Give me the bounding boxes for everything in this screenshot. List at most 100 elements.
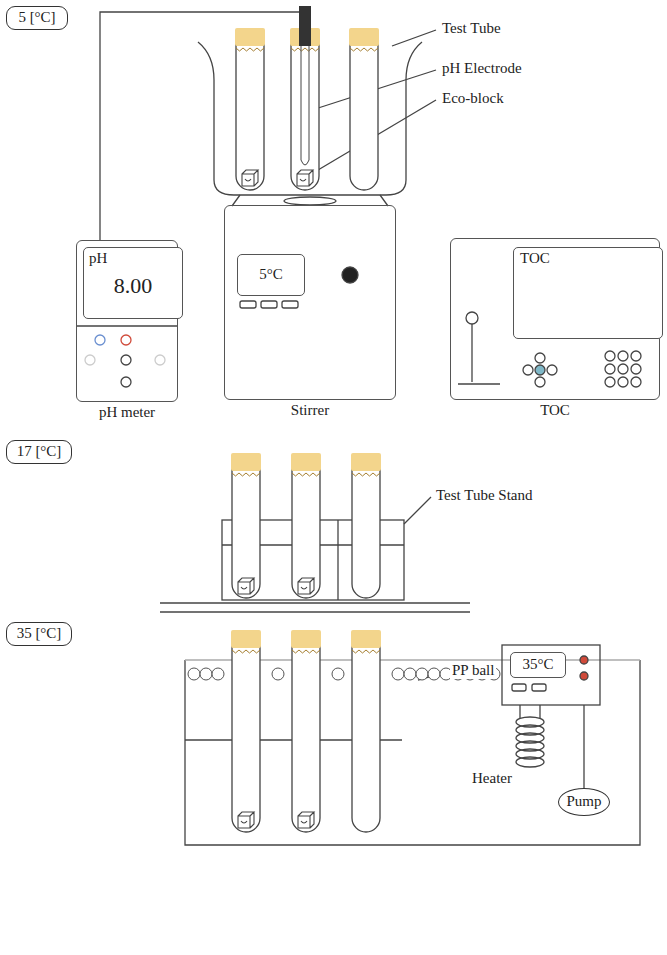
plug-edge bbox=[232, 473, 260, 476]
tube-plug bbox=[291, 453, 321, 471]
panel-divider bbox=[77, 325, 177, 326]
toc-analyzer: TOCTOC bbox=[450, 238, 660, 400]
toc-knob bbox=[466, 312, 478, 324]
toc-screen: TOC bbox=[513, 247, 663, 339]
toc-key bbox=[605, 364, 615, 374]
eco-block bbox=[242, 170, 258, 186]
ph-display: pH8.00 bbox=[83, 247, 183, 319]
eco-block bbox=[298, 812, 314, 828]
node-text: 5 [°C] bbox=[18, 9, 55, 26]
node-text: 35°C bbox=[522, 656, 553, 673]
pp-ball bbox=[392, 668, 404, 680]
leader-line bbox=[392, 30, 436, 46]
node-text: 8.00 bbox=[84, 269, 182, 298]
indicator-lamp bbox=[580, 672, 588, 680]
toc-lever bbox=[471, 324, 472, 382]
test-tube bbox=[350, 30, 378, 190]
test-tube bbox=[291, 30, 319, 190]
toc-key bbox=[605, 351, 615, 361]
toc-button bbox=[523, 365, 533, 375]
part-label: Test Tube Stand bbox=[434, 487, 534, 504]
heater-wire bbox=[539, 705, 540, 718]
tube-plug bbox=[349, 28, 379, 46]
ph-button bbox=[121, 335, 131, 345]
stirrer-button bbox=[240, 301, 256, 308]
node-text: pH bbox=[84, 248, 182, 269]
coil-turn bbox=[516, 757, 544, 767]
ph-meter: pH meterpH8.00 bbox=[76, 240, 178, 402]
electrode-head bbox=[299, 6, 311, 46]
plug-edge bbox=[236, 48, 264, 51]
eco-block bbox=[238, 812, 254, 828]
toc-button bbox=[535, 377, 545, 387]
pp-ball bbox=[404, 668, 416, 680]
table bbox=[160, 611, 470, 612]
part-label: PP ball bbox=[450, 662, 496, 679]
device-name: TOC bbox=[451, 402, 659, 419]
toc-key bbox=[605, 377, 615, 387]
toc-button bbox=[547, 365, 557, 375]
temperature-tag: 35 [°C] bbox=[6, 622, 72, 646]
test-tube bbox=[232, 632, 260, 832]
pp-ball bbox=[272, 668, 284, 680]
ph-button bbox=[95, 335, 105, 345]
part-label: Heater bbox=[470, 770, 514, 787]
toc-button bbox=[535, 365, 545, 375]
plug-edge bbox=[350, 48, 378, 51]
controller-display: 35°C bbox=[510, 652, 566, 678]
temperature-tag: 5 [°C] bbox=[6, 6, 68, 30]
pump: Pump bbox=[558, 788, 610, 816]
node-text: 17 [°C] bbox=[17, 443, 62, 460]
node-text: TOC bbox=[514, 248, 662, 269]
ph-button bbox=[121, 355, 131, 365]
stirrer-knob bbox=[342, 267, 358, 283]
heater-wire bbox=[519, 705, 520, 718]
ph-electrode bbox=[301, 45, 309, 165]
toc-key bbox=[631, 351, 641, 361]
plug-edge bbox=[291, 48, 319, 51]
toc-key bbox=[618, 377, 628, 387]
test-tube bbox=[232, 455, 260, 598]
stand-divider bbox=[337, 520, 338, 600]
eco-block bbox=[238, 578, 254, 594]
plug-edge bbox=[232, 650, 260, 653]
test-tube bbox=[292, 455, 320, 598]
node-text: 5°C bbox=[259, 266, 283, 283]
node-text: 35 [°C] bbox=[17, 625, 62, 642]
tube-plug bbox=[235, 28, 265, 46]
stir-plate bbox=[284, 197, 336, 205]
test-tube bbox=[292, 632, 320, 832]
controller-button bbox=[512, 684, 526, 691]
pp-ball bbox=[428, 668, 440, 680]
plug-edge bbox=[292, 650, 320, 653]
tube-plug bbox=[351, 453, 381, 471]
ph-button bbox=[155, 355, 165, 365]
pp-ball bbox=[416, 668, 428, 680]
test-tube bbox=[352, 455, 380, 598]
indicator-lamp bbox=[580, 656, 588, 664]
test-tubes bbox=[231, 6, 381, 832]
leader-line bbox=[404, 497, 431, 524]
pp-ball bbox=[212, 668, 224, 680]
pump-pipe bbox=[583, 705, 584, 790]
stirrer-display: 5°C bbox=[237, 254, 305, 296]
table bbox=[160, 602, 470, 603]
plug-edge bbox=[352, 473, 380, 476]
toc-key bbox=[618, 351, 628, 361]
part-label: pH Electrode bbox=[440, 60, 524, 77]
pp-ball bbox=[332, 668, 344, 680]
controller bbox=[502, 645, 600, 705]
heater-coil bbox=[516, 717, 544, 767]
device-name: pH meter bbox=[77, 404, 177, 421]
toc-slot bbox=[458, 383, 500, 384]
pp-ball bbox=[188, 668, 200, 680]
ph-button bbox=[121, 377, 131, 387]
toc-key bbox=[631, 364, 641, 374]
part-label: Eco-block bbox=[440, 90, 506, 107]
toc-key bbox=[618, 364, 628, 374]
temperature-tag: 17 [°C] bbox=[6, 440, 72, 464]
part-label: Test Tube bbox=[440, 20, 503, 37]
device-name: Stirrer bbox=[225, 402, 395, 419]
toc-keypad bbox=[605, 351, 641, 387]
